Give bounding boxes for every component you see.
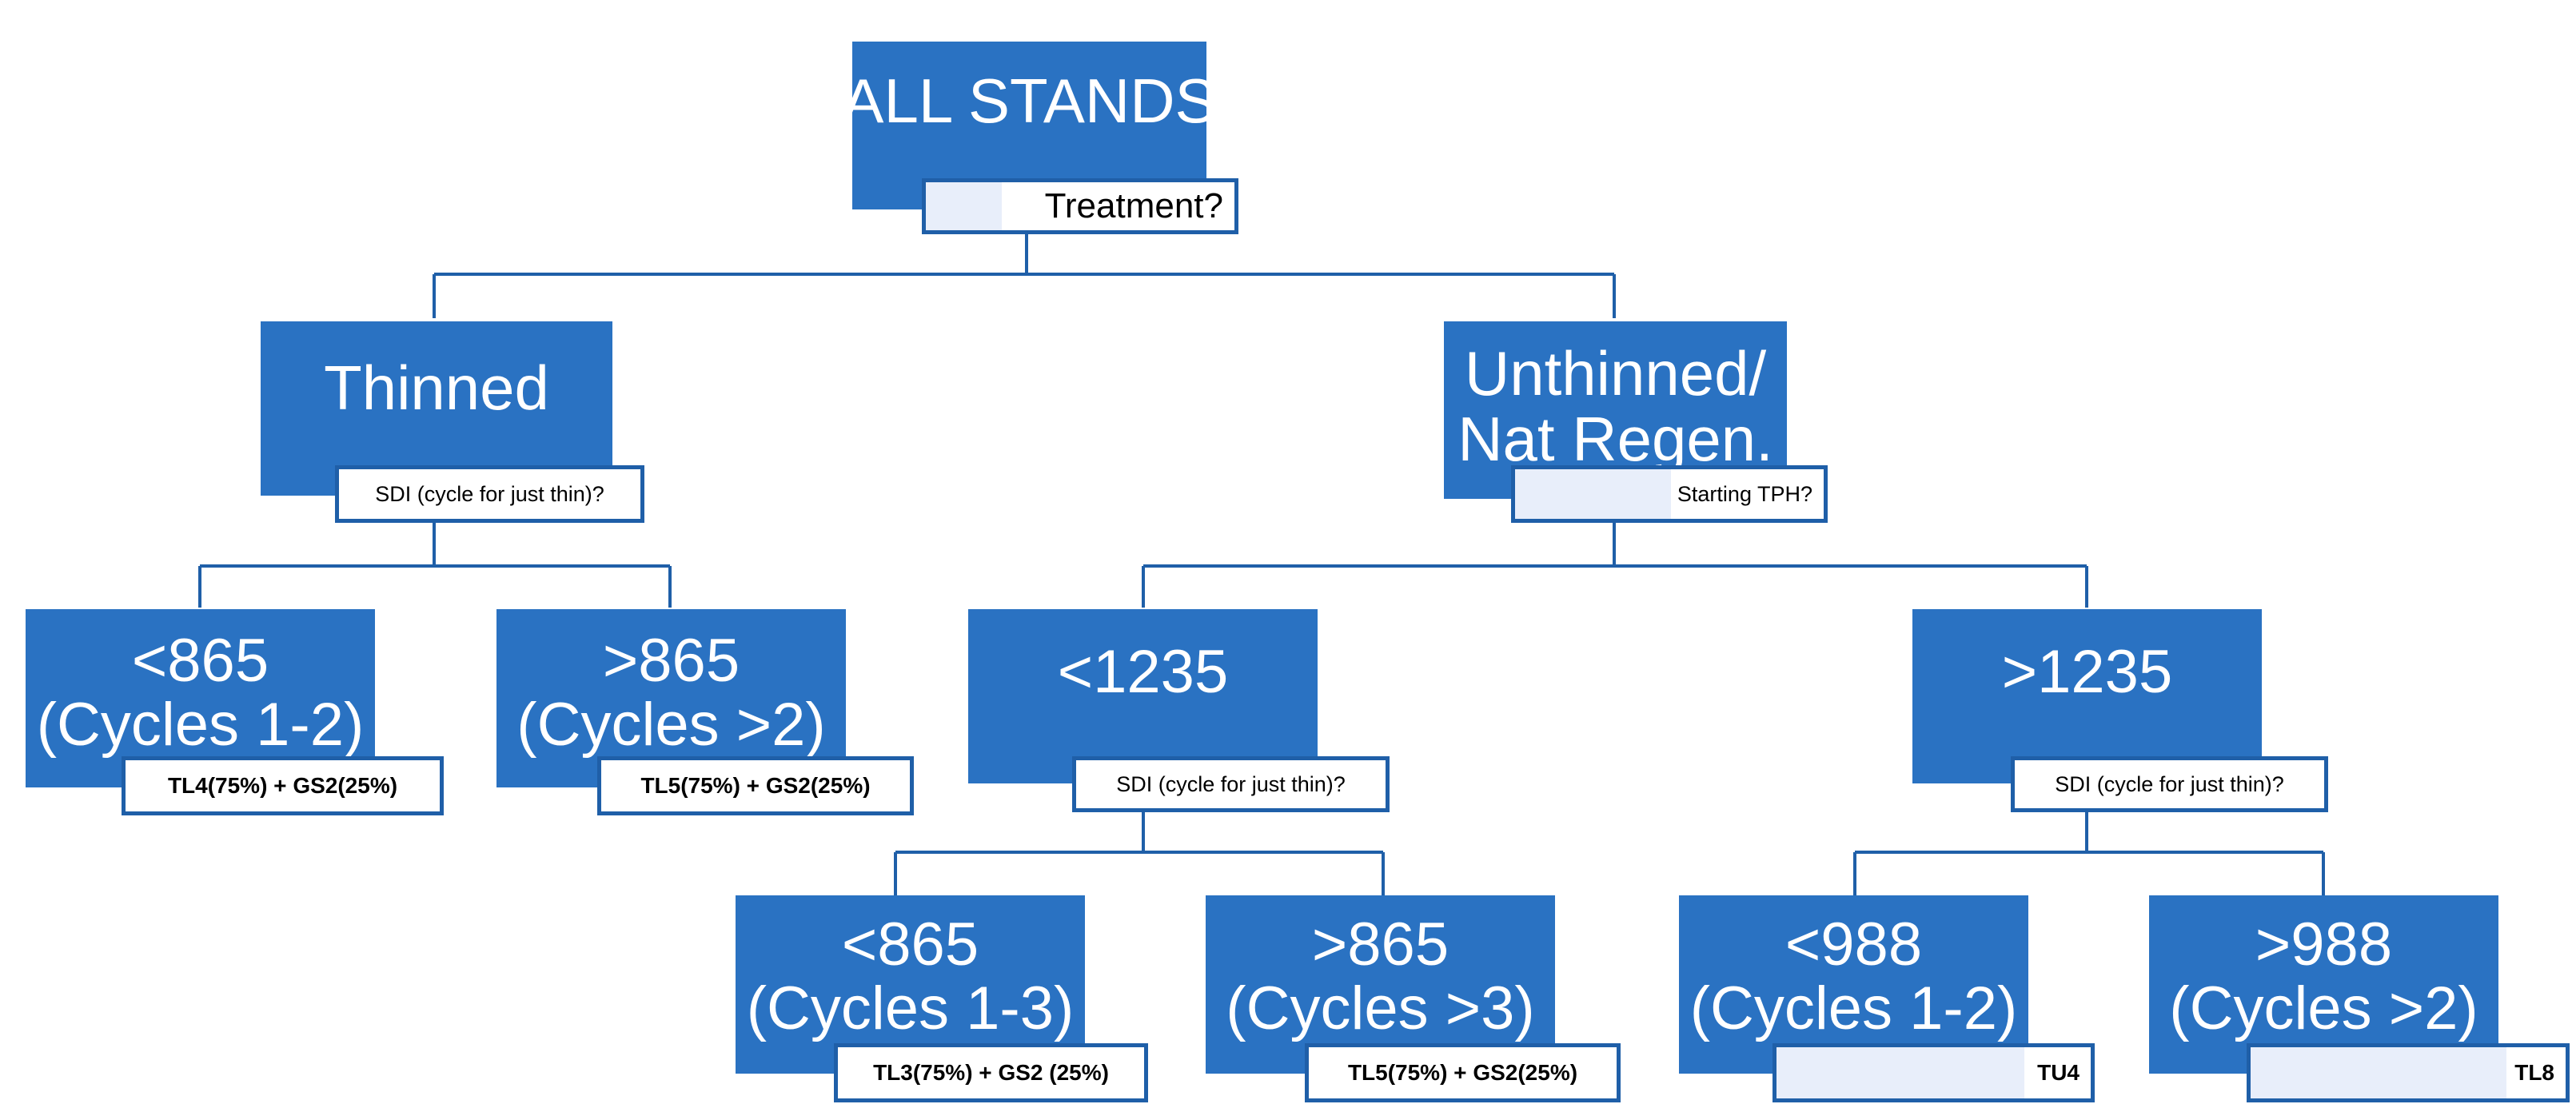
node-label-line-2: (Cycles 1-2)	[1689, 974, 2018, 1042]
question-text: SDI (cycle for just thin)?	[2055, 771, 2284, 796]
node-label-line-2: (Cycles 1-3)	[746, 974, 1075, 1042]
result-text: TL8	[2514, 1060, 2554, 1085]
result-text: TL5(75%) + GS2(25%)	[640, 773, 871, 798]
question-sdi-high: SDI (cycle for just thin)?	[2011, 756, 2328, 812]
node-label: Thinned	[324, 353, 549, 424]
question-text: Treatment?	[1044, 186, 1223, 225]
question-text: SDI (cycle for just thin)?	[1116, 771, 1346, 796]
node-label: ALL STANDS	[842, 66, 1217, 137]
result-text: TL4(75%) + GS2(25%)	[167, 773, 398, 798]
result-high-gt-988: TL8	[2247, 1043, 2570, 1102]
node-label-line-2: (Cycles 1-2)	[36, 690, 365, 759]
node-tph-lt-1235: <1235	[968, 609, 1318, 783]
node-label-line-1: >865	[602, 626, 740, 695]
result-high-lt-988: TU4	[1772, 1043, 2095, 1102]
node-label-line-1: <865	[131, 626, 269, 695]
node-label-line-2: (Cycles >2)	[516, 690, 826, 759]
node-label: >1235	[2001, 638, 2173, 707]
node-label-line-2: Nat Regen.	[1457, 404, 1773, 474]
result-low-lt-865: TL3(75%) + GS2 (25%)	[834, 1043, 1148, 1102]
connector-high	[1853, 809, 2325, 895]
question-starting-tph: Starting TPH?	[1511, 465, 1828, 523]
connector-unthinned	[1142, 521, 2088, 608]
node-label-line-1: <865	[841, 910, 979, 979]
result-text: TL5(75%) + GS2(25%)	[1347, 1060, 1578, 1085]
question-text: SDI (cycle for just thin)?	[375, 481, 604, 506]
result-text: TU4	[2037, 1060, 2080, 1085]
question-text: Starting TPH?	[1677, 481, 1812, 506]
node-label-line-2: (Cycles >2)	[2169, 974, 2478, 1042]
connector-root	[433, 232, 1616, 318]
node-label: <1235	[1057, 638, 1229, 707]
question-treatment: Treatment?	[922, 178, 1238, 234]
result-low-gt-865: TL5(75%) + GS2(25%)	[1305, 1043, 1621, 1102]
node-label-line-1: >988	[2255, 910, 2393, 979]
question-sdi-low: SDI (cycle for just thin)?	[1072, 756, 1390, 812]
node-label-line-1: Unthinned/	[1464, 338, 1767, 409]
node-tph-gt-1235: >1235	[1912, 609, 2262, 783]
question-sdi-thinned: SDI (cycle for just thin)?	[335, 465, 644, 523]
node-label-line-1: <988	[1784, 910, 1923, 979]
node-label-line-2: (Cycles >3)	[1226, 974, 1535, 1042]
result-text: TL3(75%) + GS2 (25%)	[873, 1060, 1109, 1085]
node-label-line-1: >865	[1311, 910, 1449, 979]
result-thinned-gt-865: TL5(75%) + GS2(25%)	[597, 756, 914, 815]
result-thinned-lt-865: TL4(75%) + GS2(25%)	[122, 756, 444, 815]
connector-thinned	[198, 521, 672, 608]
connector-low	[894, 809, 1385, 895]
